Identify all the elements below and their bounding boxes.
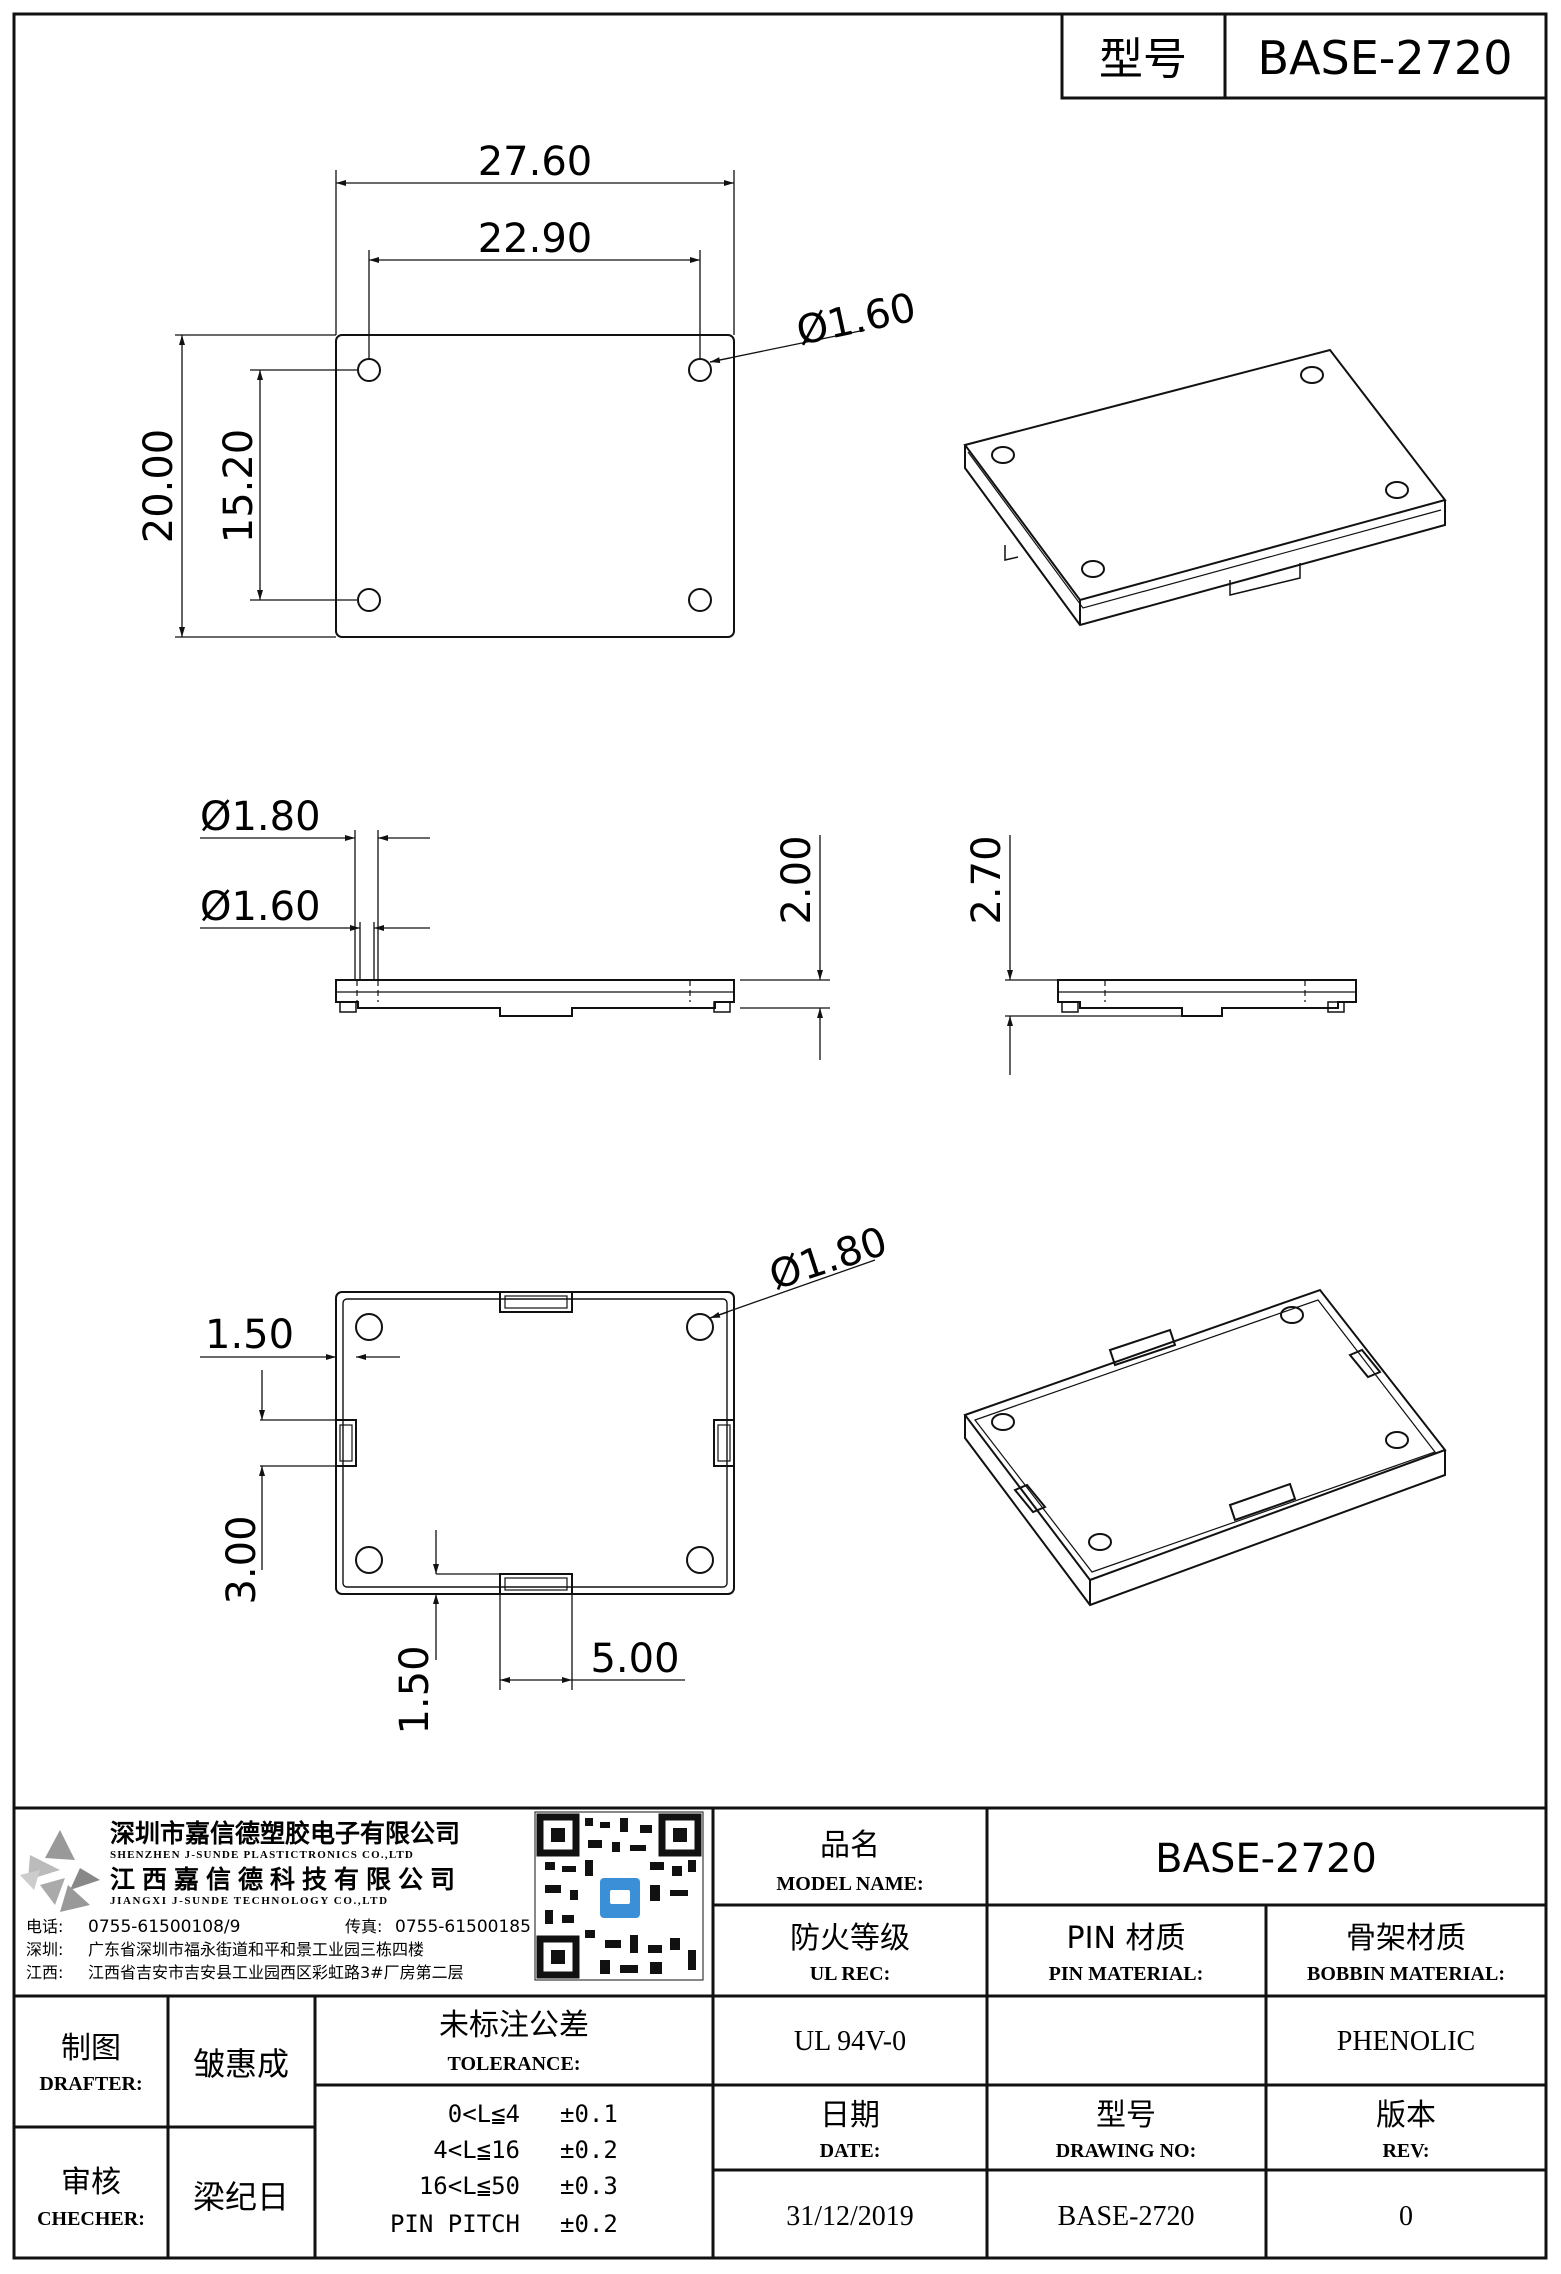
checker-cn: 审核 (61, 2165, 121, 2200)
company-name-cn-1: 深圳市嘉信德塑胶电子有限公司 (110, 1819, 460, 1848)
date-value: 31/12/2019 (786, 2201, 914, 2232)
header-model-value: BASE-2720 (1258, 31, 1513, 85)
dim-hole-pitch-x: 22.90 (478, 216, 593, 262)
dim-height: 20.00 (136, 429, 182, 544)
dim-thickness: 2.00 (774, 835, 820, 924)
qr-code (534, 1811, 704, 1981)
tel-value: 0755-61500108/9 (88, 1917, 240, 1937)
tolerance-range: PIN PITCH (390, 2210, 520, 2238)
rev-en: REV: (1382, 2140, 1429, 2162)
checker-en: CHECHER: (37, 2208, 145, 2230)
address-jx: 江西省吉安市吉安县工业园西区彩虹路3#厂房第二层 (88, 1963, 464, 1982)
drawing-no-cn: 型号 (1096, 2098, 1156, 2133)
dim-top-width: 27.60 (478, 139, 593, 185)
company-name-cn-2: 江西嘉信德科技有限公司 (110, 1865, 462, 1894)
pin-material-cn: PIN 材质 (1067, 1921, 1186, 1956)
header-model-box: 型号 BASE-2720 (1060, 12, 1548, 100)
drawing-no-en: DRAWING NO: (1056, 2140, 1197, 2162)
dim-tab-width: 5.00 (590, 1636, 679, 1682)
rev-value: 0 (1399, 2201, 1413, 2232)
tolerance-value: ±0.3 (560, 2172, 618, 2200)
header-model-label: 型号 (1099, 34, 1187, 85)
dim-pin-dia-inner: Ø1.60 (200, 884, 321, 930)
top-view (175, 170, 866, 638)
ul-rec-en: UL REC: (810, 1963, 891, 1985)
address-sz: 广东省深圳市福永街道和平和景工业园三栋四楼 (88, 1940, 424, 1959)
ul-rec-cn: 防火等级 (790, 1921, 910, 1956)
iso-view-top (963, 348, 1447, 627)
sheet-border (12, 12, 1548, 2260)
tel-label: 电话: (26, 1917, 63, 1936)
tolerance-value: ±0.2 (560, 2210, 618, 2238)
tolerance-range: 0<L≦4 (448, 2100, 520, 2128)
dim-hole-dia-bottom: Ø1.80 (764, 1219, 893, 1300)
top-view-outline (335, 334, 735, 638)
iso-view-bottom (963, 1288, 1447, 1607)
bobbin-material-cn: 骨架材质 (1346, 1921, 1466, 1956)
hole-bottom-right (688, 588, 712, 612)
checker-name: 梁纪日 (193, 2178, 289, 2216)
drawing-no-value: BASE-2720 (1058, 2201, 1195, 2232)
dim-edge-offset-bottom: 1.50 (392, 1645, 438, 1734)
drafter-name: 皱惠成 (193, 2045, 289, 2083)
hole-top-right (688, 358, 712, 382)
fax-label: 传真: (345, 1917, 382, 1936)
company-name-en-2: JIANGXI J-SUNDE TECHNOLOGY CO.,LTD (110, 1895, 389, 1907)
tolerance-en: TOLERANCE: (448, 2053, 581, 2075)
tolerance-table: 0<L≦4 ±0.1 4<L≦16 ±0.2 16<L≦50 ±0.3 PIN … (390, 2100, 618, 2238)
dim-edge-offset-left: 1.50 (205, 1312, 294, 1358)
drafter-cn: 制图 (61, 2031, 121, 2066)
title-block (14, 1806, 1546, 2258)
tolerance-range: 16<L≦50 (419, 2172, 520, 2200)
dim-hole-dia-top: Ø1.60 (793, 285, 920, 355)
bobbin-material-en: BOBBIN MATERIAL: (1307, 1963, 1505, 1985)
date-en: DATE: (820, 2140, 881, 2162)
dim-hole-pitch-y: 15.20 (216, 429, 262, 544)
rev-cn: 版本 (1376, 2098, 1436, 2133)
hole-top-left (357, 358, 381, 382)
dim-tab-height: 3.00 (219, 1515, 265, 1604)
address-sz-label: 深圳: (26, 1940, 63, 1959)
model-name-cn: 品名 (820, 1828, 880, 1863)
bottom-view (200, 1259, 876, 1690)
fax-value: 0755-61500185 (395, 1917, 531, 1937)
date-cn: 日期 (820, 2098, 880, 2133)
model-name-en: MODEL NAME: (776, 1873, 923, 1895)
side-view-front (200, 830, 830, 1060)
drafter-en: DRAFTER: (39, 2073, 142, 2095)
dim-pin-dia-outer: Ø1.80 (200, 794, 321, 840)
tolerance-cn: 未标注公差 (439, 2008, 589, 2043)
tolerance-value: ±0.1 (560, 2100, 618, 2128)
tolerance-value: ±0.2 (560, 2136, 618, 2164)
dim-total-thickness: 2.70 (964, 835, 1010, 924)
side-view-right (1005, 835, 1357, 1075)
model-name-value: BASE-2720 (1155, 1836, 1377, 1882)
hole-bottom-left (357, 588, 381, 612)
j-sunde-logo (20, 1830, 100, 1912)
company-name-en-1: SHENZHEN J-SUNDE PLASTICTRONICS CO.,LTD (110, 1849, 414, 1861)
tolerance-range: 4<L≦16 (433, 2136, 520, 2164)
bobbin-material-value: PHENOLIC (1337, 2026, 1475, 2057)
pin-material-en: PIN MATERIAL: (1049, 1963, 1204, 1985)
address-jx-label: 江西: (26, 1963, 63, 1982)
ul-rec-value: UL 94V-0 (794, 2026, 906, 2057)
